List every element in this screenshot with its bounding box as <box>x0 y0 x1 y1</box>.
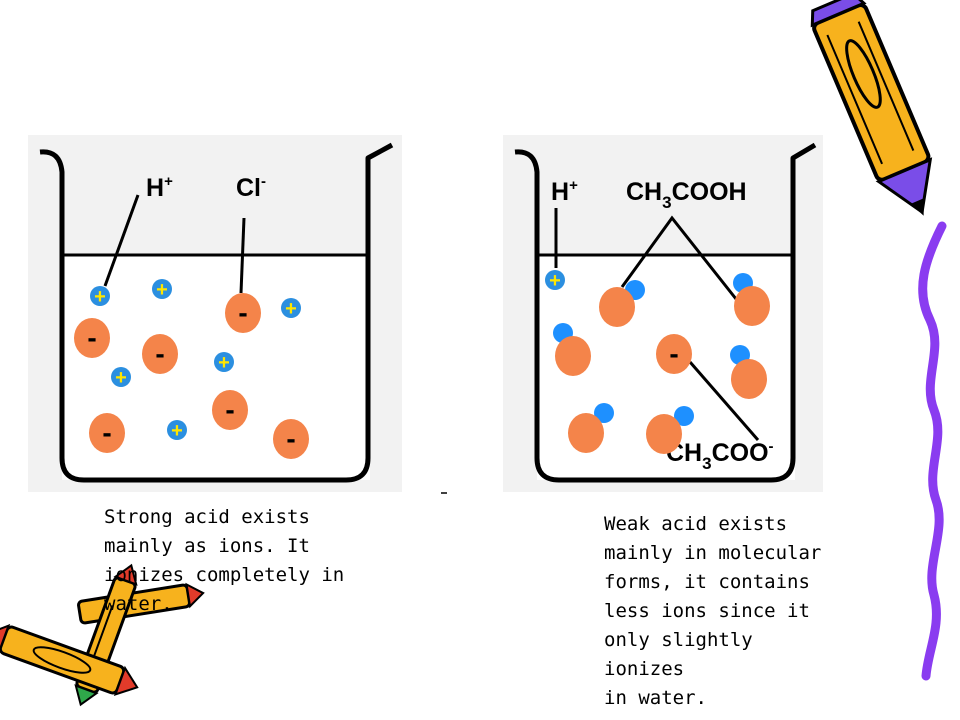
weak-acid-caption: Weak acid exists mainly in molecular for… <box>604 513 822 709</box>
left-anion-label: Cl- <box>236 173 266 202</box>
acid-molecule <box>733 273 770 326</box>
svg-text:+: + <box>115 367 127 389</box>
strong-acid-beaker: H+ Cl- + + + + + + - - - - - - <box>28 135 402 492</box>
anion: - <box>225 293 261 333</box>
left-cation-label: H+ <box>146 173 173 202</box>
svg-text:+: + <box>94 286 106 308</box>
molecule-pointer <box>620 215 742 305</box>
anion: - <box>656 334 692 374</box>
acid-molecule <box>568 403 614 453</box>
acid-molecule <box>646 406 694 454</box>
acetic-acid-label: CH3COOH <box>626 178 747 212</box>
strong-acid-caption: Strong acid exists mainly as ions. It io… <box>104 506 345 615</box>
svg-text:+: + <box>218 352 230 374</box>
weak-acid-beaker: H+ CH3COOH CH3COO- + - <box>503 135 823 492</box>
acid-molecule <box>599 280 645 327</box>
cation: + <box>545 270 565 292</box>
svg-text:-: - <box>155 338 164 369</box>
right-cation-label: H+ <box>551 177 578 206</box>
svg-text:+: + <box>549 270 561 292</box>
svg-text:+: + <box>156 279 168 301</box>
cation: + <box>167 420 187 442</box>
left-cation-pointer <box>103 194 140 287</box>
svg-text:-: - <box>669 338 678 369</box>
anion: - <box>142 334 178 374</box>
anion: - <box>89 413 125 453</box>
svg-text:-: - <box>286 423 295 454</box>
svg-text:-: - <box>238 297 247 328</box>
cation: + <box>281 298 301 320</box>
svg-text:+: + <box>171 420 183 442</box>
acetate-pointer <box>688 361 760 441</box>
anion: - <box>74 318 110 358</box>
svg-text:-: - <box>87 322 96 353</box>
anion: - <box>273 419 309 459</box>
cation: + <box>152 279 172 301</box>
right-beaker-outline <box>514 142 817 483</box>
cation: + <box>214 352 234 374</box>
pencil-icon <box>810 0 933 216</box>
anion: - <box>212 390 248 430</box>
acid-molecule <box>730 345 767 399</box>
squiggle-decoration <box>918 221 947 681</box>
cation: + <box>90 286 110 308</box>
left-beaker-outline <box>39 142 394 483</box>
cation: + <box>111 367 131 389</box>
left-anion-pointer <box>239 217 246 294</box>
acid-molecule <box>553 323 591 376</box>
svg-text:-: - <box>102 417 111 448</box>
svg-text:+: + <box>285 298 297 320</box>
svg-text:-: - <box>225 394 234 425</box>
crayon-icon <box>0 623 139 696</box>
